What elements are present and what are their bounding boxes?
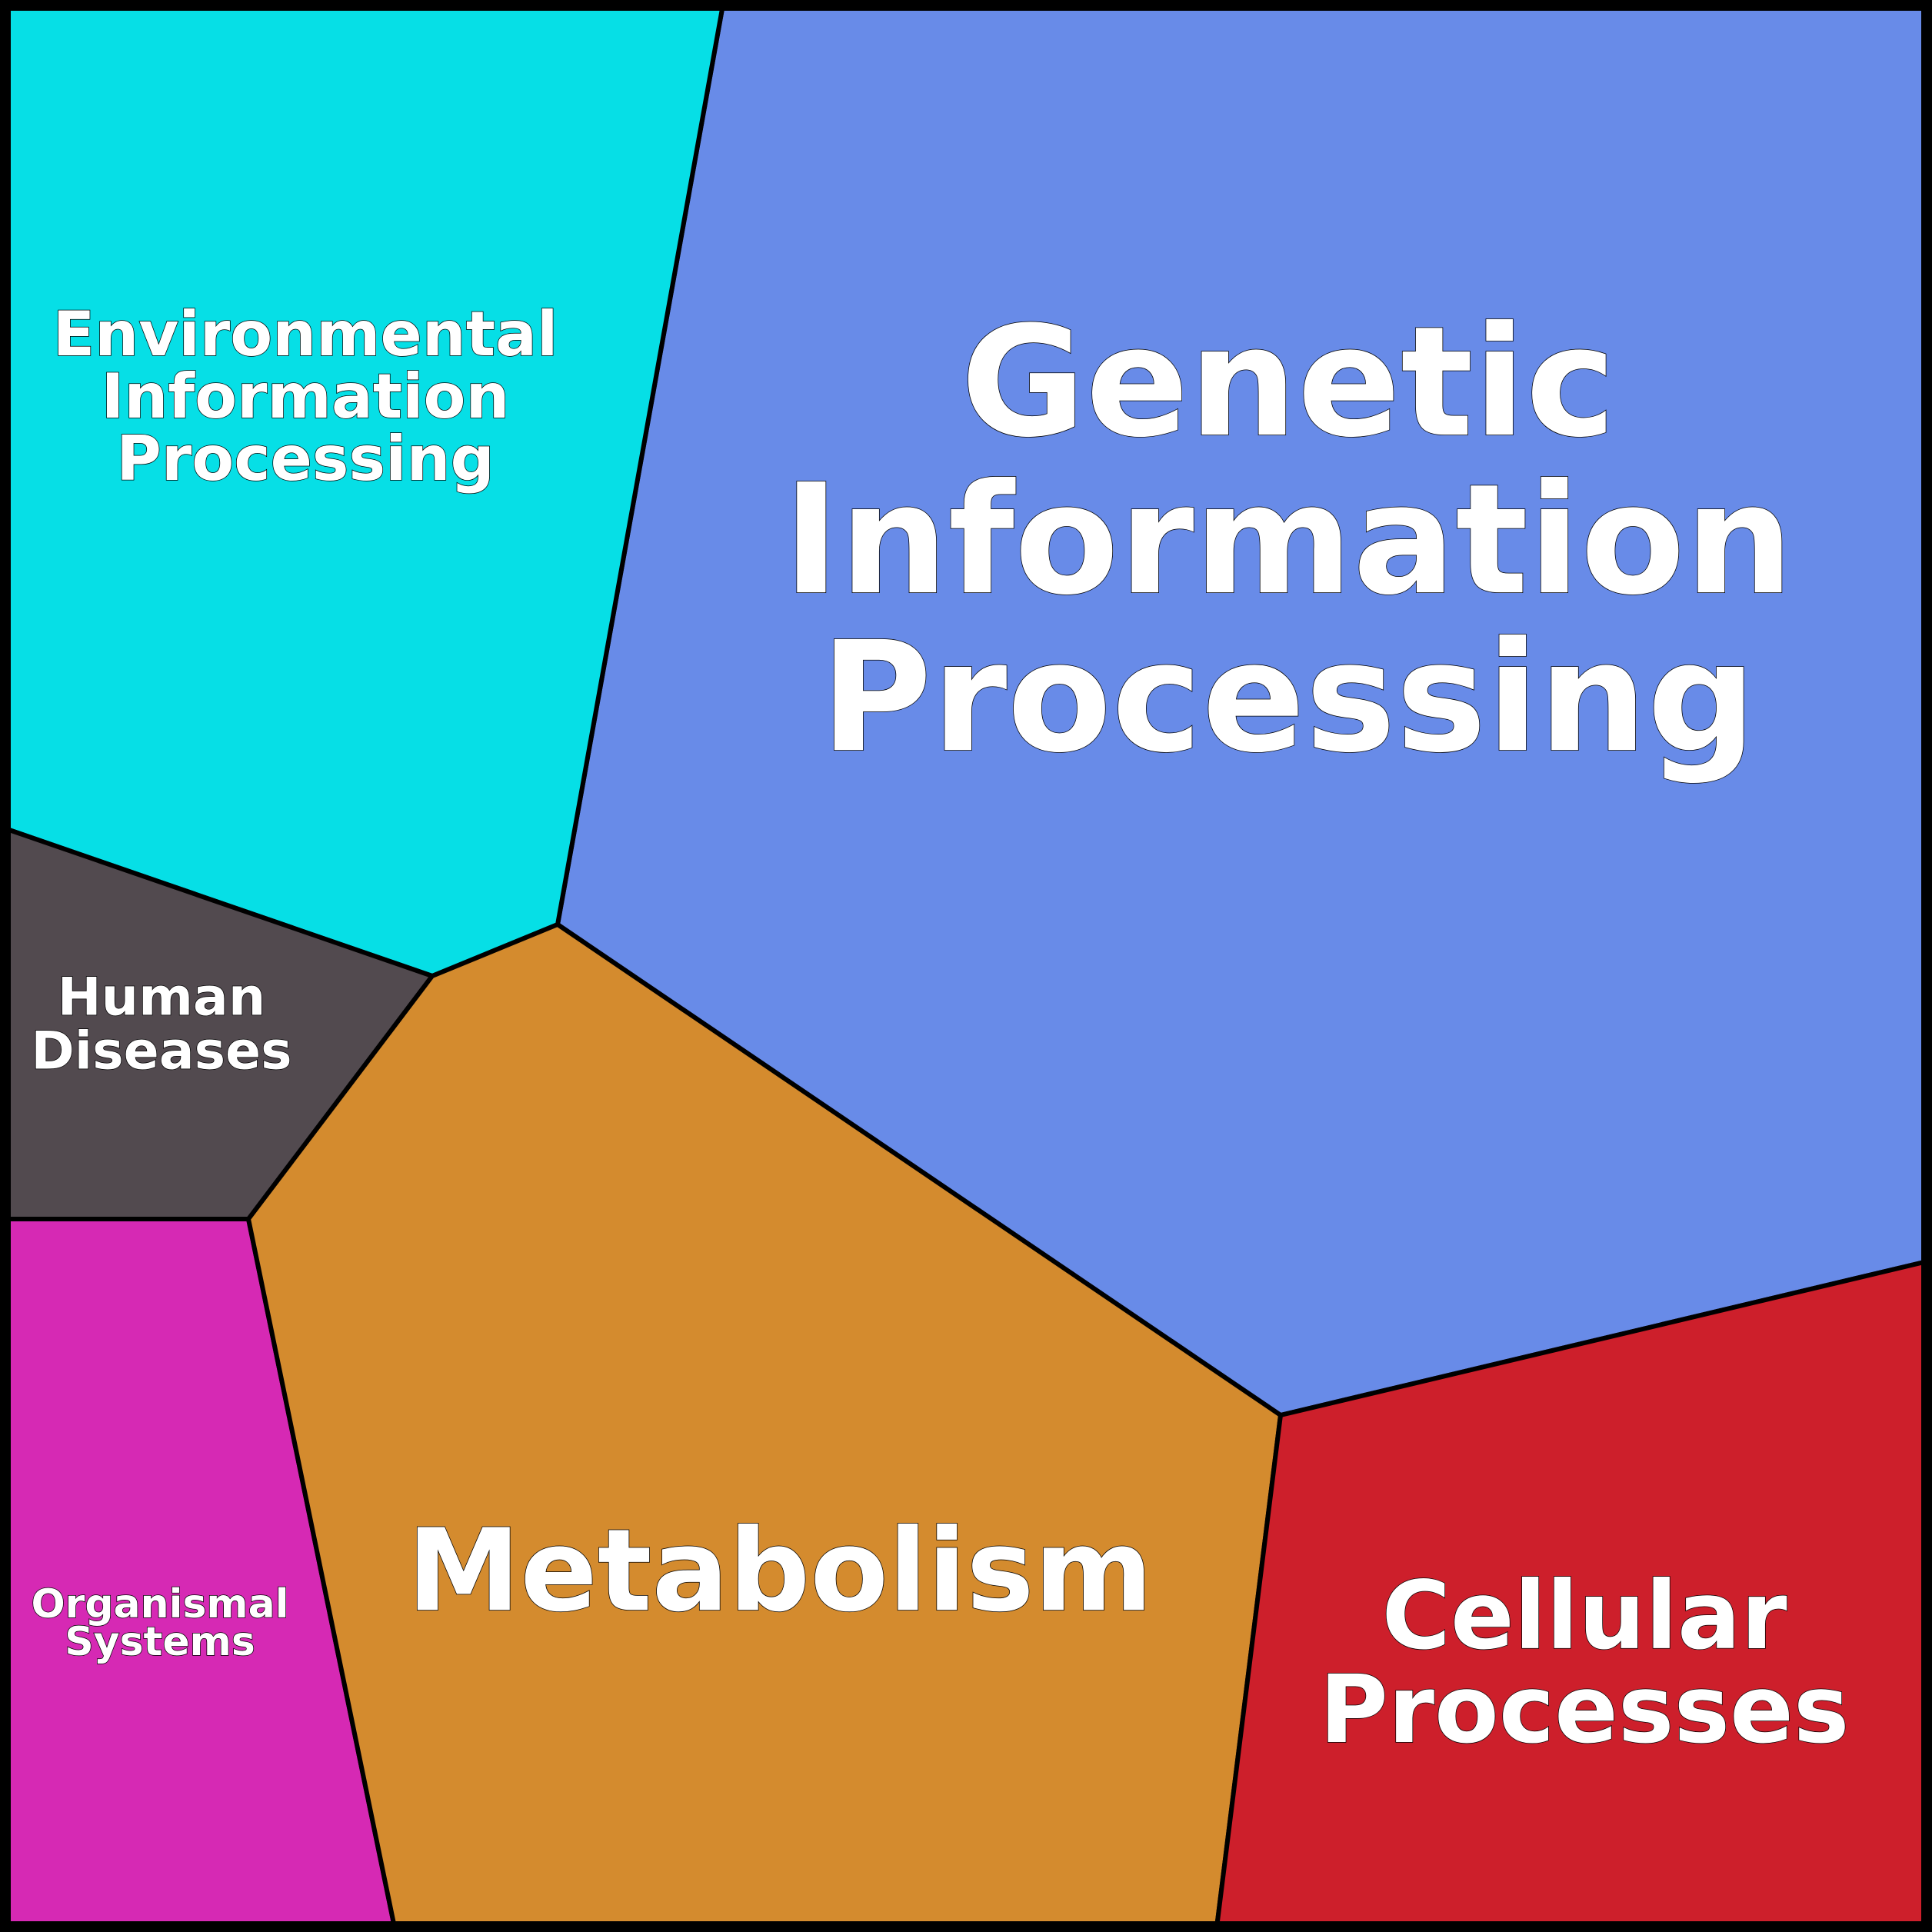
label-line: Cellular	[1381, 1561, 1787, 1671]
label-line: Information	[783, 451, 1794, 628]
label-line: Processing	[821, 608, 1757, 786]
label-line: Human	[58, 967, 265, 1028]
label-line: Genetic	[961, 293, 1616, 471]
label-line: Systems	[65, 1619, 255, 1665]
label-line: Information	[102, 361, 510, 432]
label-line: Environmental	[53, 298, 558, 370]
label-metabolism: Metabolism	[407, 1504, 1153, 1637]
label-line: Processes	[1319, 1655, 1849, 1764]
label-line: Diseases	[31, 1021, 291, 1081]
label-line: Metabolism	[407, 1504, 1153, 1637]
label-line: Processing	[116, 423, 495, 495]
label-line: Organismal	[31, 1581, 288, 1627]
